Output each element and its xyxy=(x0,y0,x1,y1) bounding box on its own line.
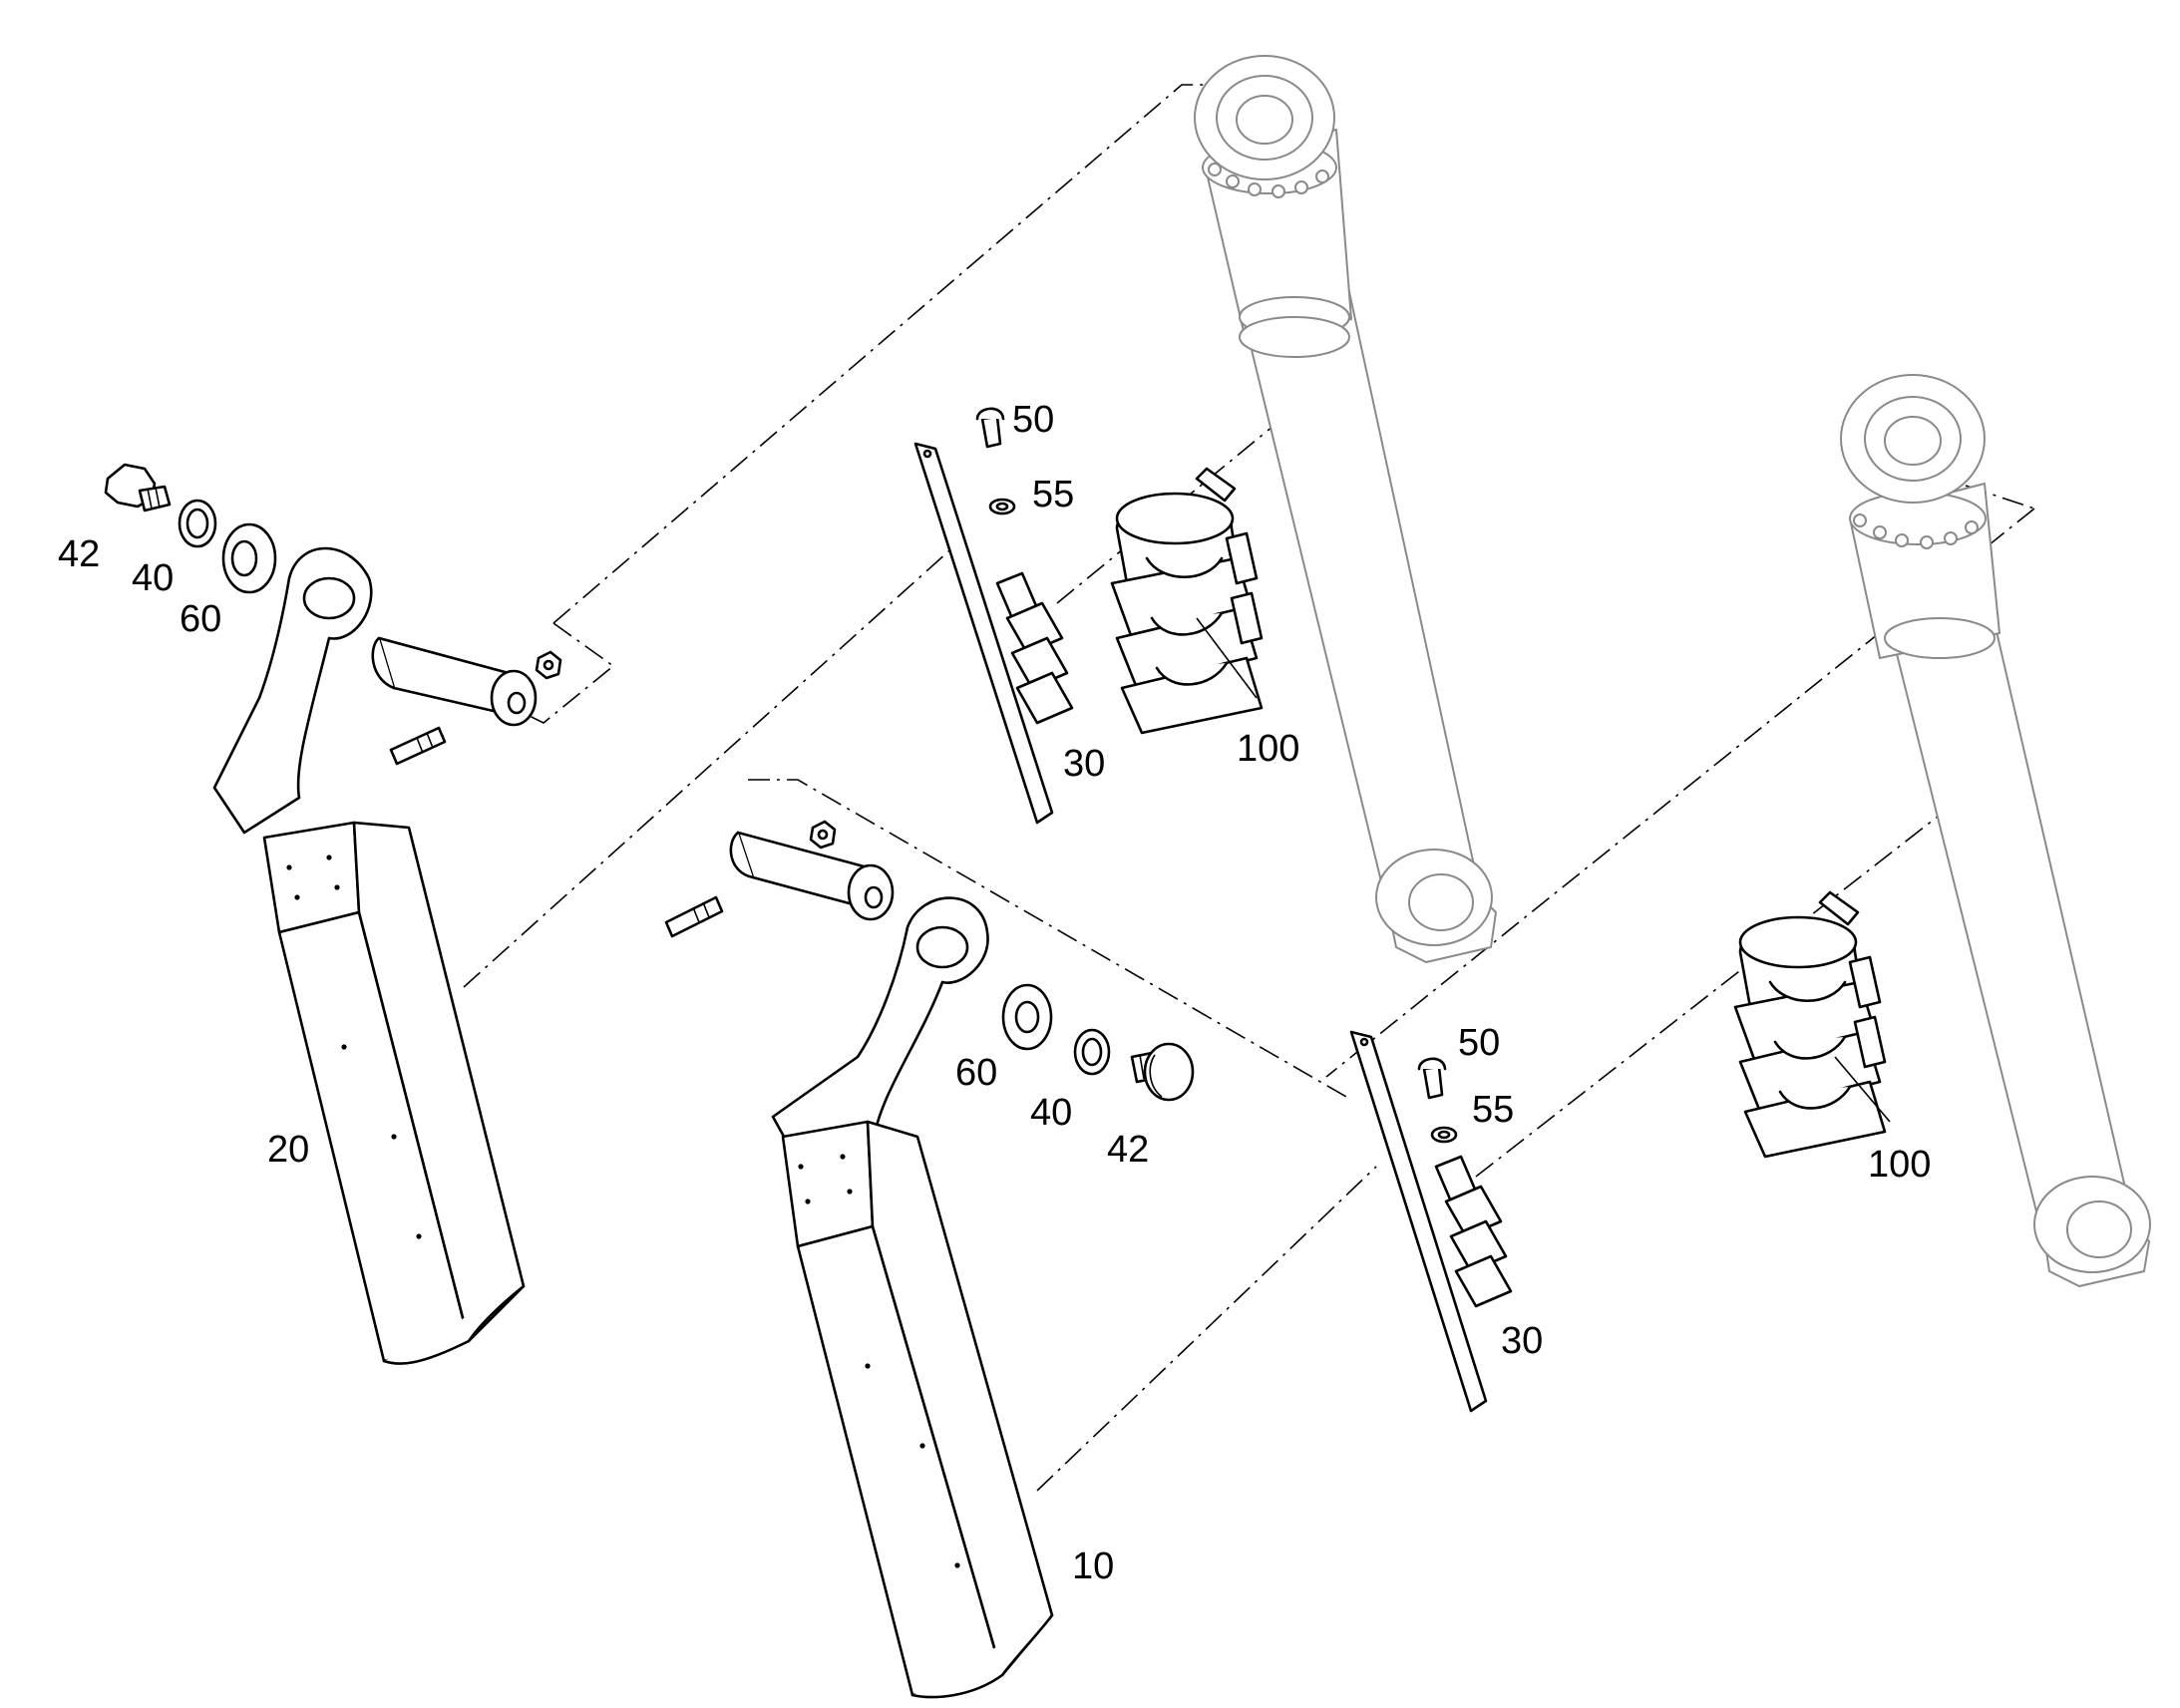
left-bushing xyxy=(371,636,562,766)
hydraulic-cylinder-right xyxy=(1840,374,2151,1287)
callout-30-top: 30 xyxy=(1063,743,1105,785)
callout-30-bot: 30 xyxy=(1501,1320,1543,1362)
callout-100-top: 100 xyxy=(1237,728,1299,770)
clamp-stack-100-top xyxy=(1110,467,1264,735)
callout-42-mid: 42 xyxy=(1107,1129,1149,1171)
middle-bushing xyxy=(664,820,895,938)
middle-pin-hardware xyxy=(1001,983,1195,1102)
callout-100-bot: 100 xyxy=(1868,1144,1931,1186)
callout-55-bot: 55 xyxy=(1472,1089,1514,1131)
hydraulic-cylinder-top xyxy=(1194,55,1497,963)
callout-40-mid: 40 xyxy=(1030,1092,1072,1134)
left-pin-hardware xyxy=(104,463,277,594)
strip-part-30-top xyxy=(913,407,1074,825)
callout-50-bot: 50 xyxy=(1458,1022,1500,1064)
callout-50-top: 50 xyxy=(1012,399,1054,441)
callout-42-left: 42 xyxy=(58,533,100,575)
callout-60-left: 60 xyxy=(180,598,221,640)
callout-10: 10 xyxy=(1072,1545,1114,1587)
callout-60-mid: 60 xyxy=(955,1052,997,1094)
callout-55-top: 55 xyxy=(1032,474,1074,515)
strip-part-30-bottom xyxy=(1349,1030,1513,1413)
callouts: 42 40 60 50 55 30 100 20 60 40 42 50 55 … xyxy=(58,399,1931,1587)
clamp-stack-100-bottom xyxy=(1733,890,1887,1159)
arm-part-10 xyxy=(771,896,1054,1699)
callout-40-left: 40 xyxy=(132,557,174,599)
arm-part-20 xyxy=(212,546,526,1365)
leader-lines xyxy=(1196,617,1891,1123)
callout-20: 20 xyxy=(267,1129,309,1171)
